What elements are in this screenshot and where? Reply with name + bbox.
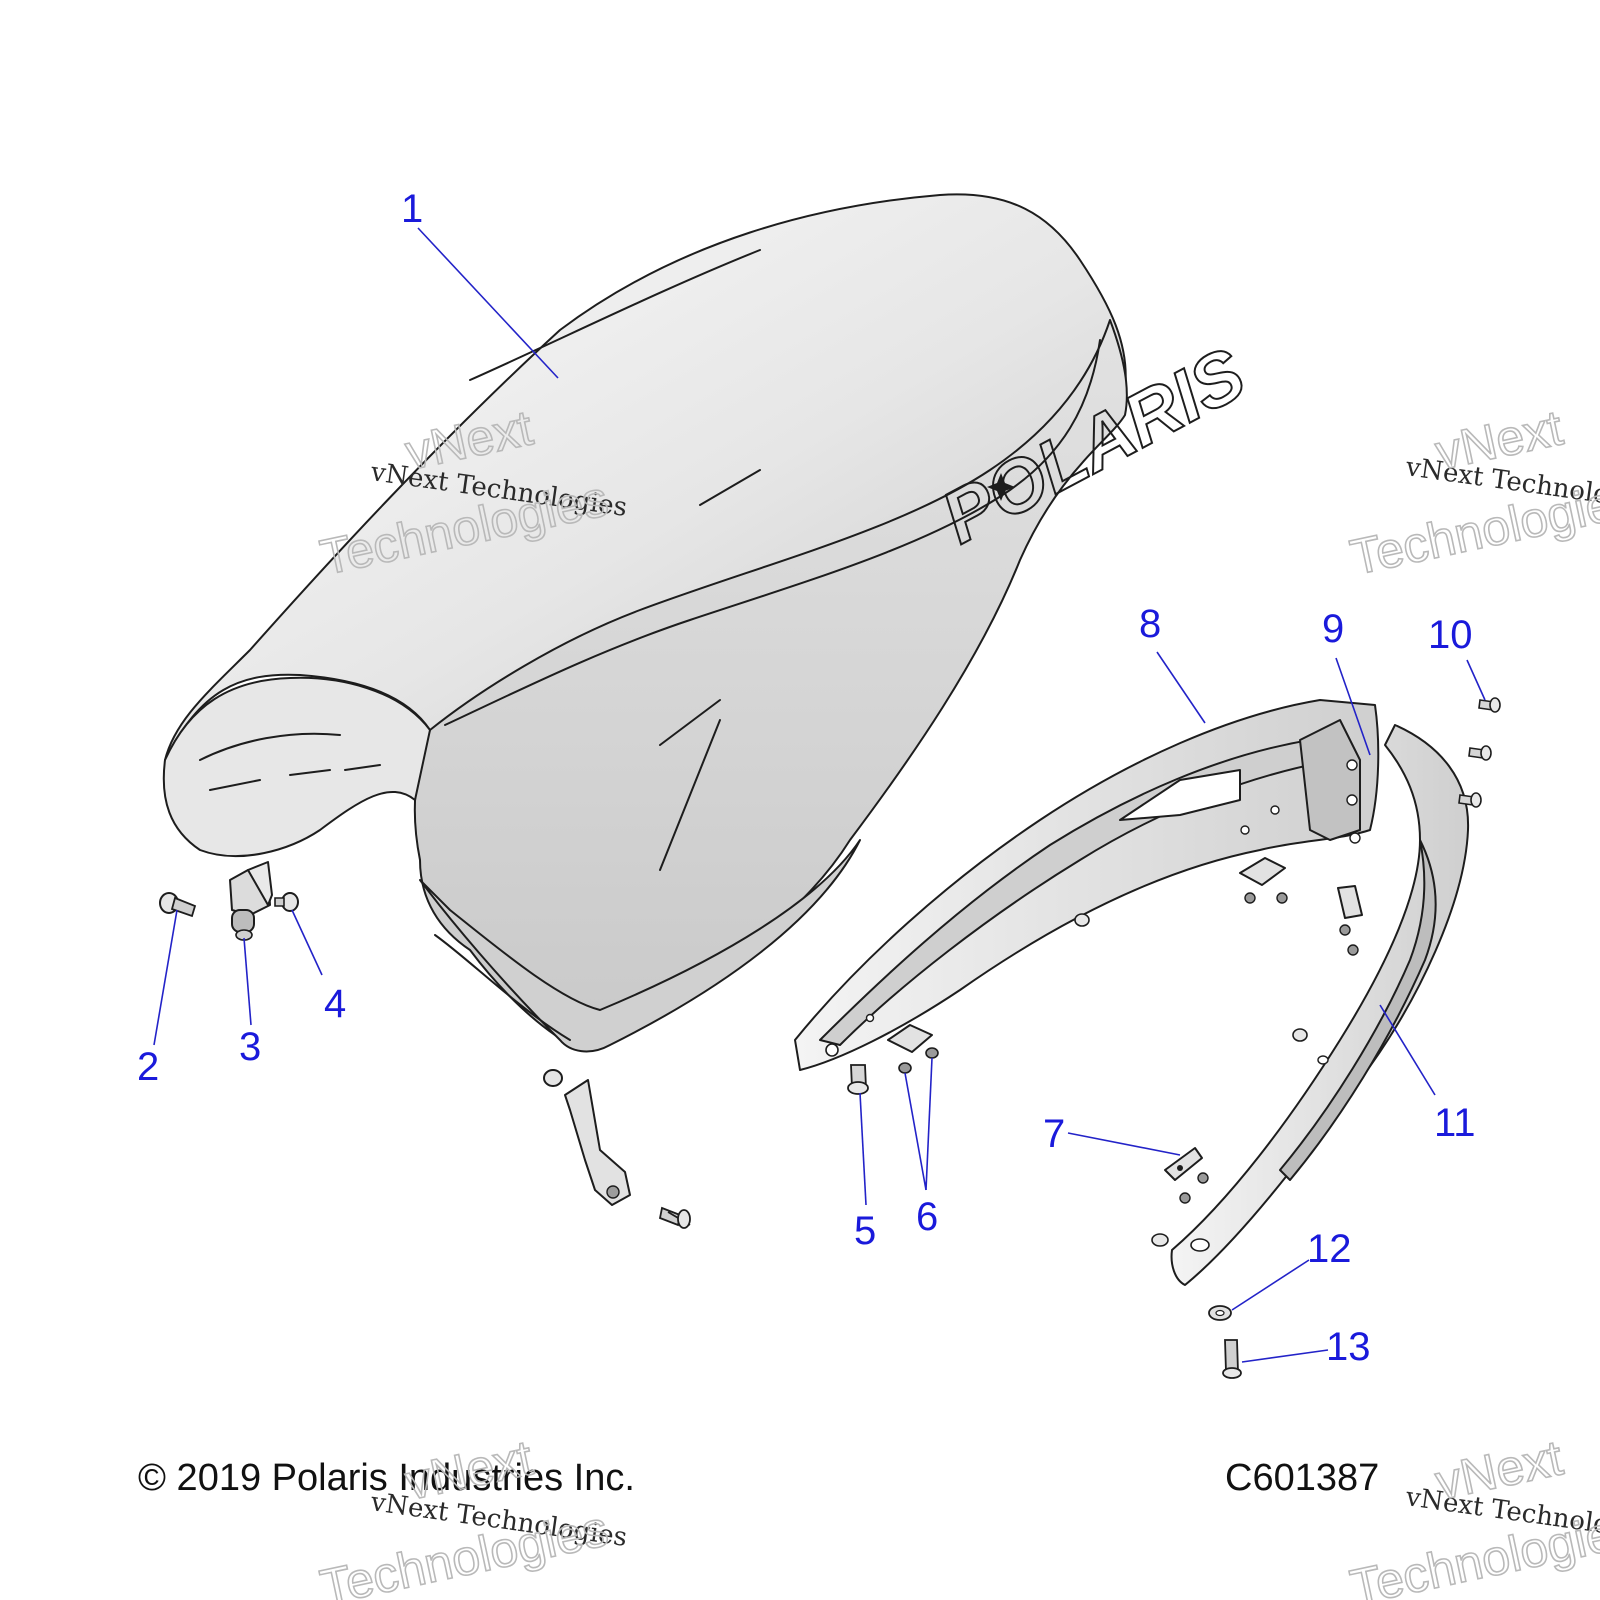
bolts-part-10 [1458, 697, 1501, 808]
nuts-part-6 [887, 1024, 939, 1074]
watermark-lower-right: vNext Technologies vNext Technologies [1345, 1429, 1600, 1600]
bolt-part-2 [159, 892, 197, 918]
latch-bracket-part-3 [229, 861, 273, 941]
seat-assembly: POLARIS [162, 193, 1259, 1053]
callout-5: 5 [854, 1209, 876, 1253]
callout-1: 1 [401, 187, 423, 231]
callout-9: 9 [1322, 607, 1344, 651]
callout-7: 7 [1043, 1112, 1065, 1156]
polaris-star-icon [987, 473, 1015, 501]
rack-fastener-plates [1074, 857, 1363, 1042]
plate-part-7 [1151, 1147, 1209, 1247]
diagram-code: C601387 [1225, 1457, 1379, 1499]
callout-8: 8 [1139, 602, 1161, 646]
callout-3: 3 [239, 1025, 261, 1069]
callout-4: 4 [324, 982, 346, 1026]
callout-10: 10 [1428, 613, 1473, 657]
screw-part-13 [1222, 1339, 1242, 1379]
callout-6: 6 [916, 1195, 938, 1239]
nut-part-4 [274, 892, 299, 912]
leader-lines [153, 227, 1486, 1363]
washer-part-12 [1208, 1305, 1232, 1321]
rear-rack-part-8 [794, 699, 1380, 1071]
watermark-upper-right: vNext Technologies vNext Technologies [1345, 399, 1600, 587]
screw-part-5 [847, 1064, 869, 1095]
lower-bracket [543, 1069, 691, 1229]
watermark-word-vnext: vNext [1431, 399, 1568, 480]
watermark-lower-left: vNext Technologies vNext Technologies [315, 1429, 629, 1600]
rear-rail-part-11 [1170, 724, 1470, 1286]
callout-2: 2 [137, 1045, 159, 1089]
copyright-text: © 2019 Polaris Industries Inc. [138, 1457, 635, 1499]
watermark-word-vnext: vNext [1431, 1429, 1568, 1510]
callout-11: 11 [1434, 1101, 1476, 1145]
callout-numbers: 1 2 3 4 5 6 7 8 9 10 11 12 13 [137, 187, 1476, 1369]
callout-12: 12 [1307, 1227, 1352, 1271]
callout-13: 13 [1326, 1325, 1371, 1369]
